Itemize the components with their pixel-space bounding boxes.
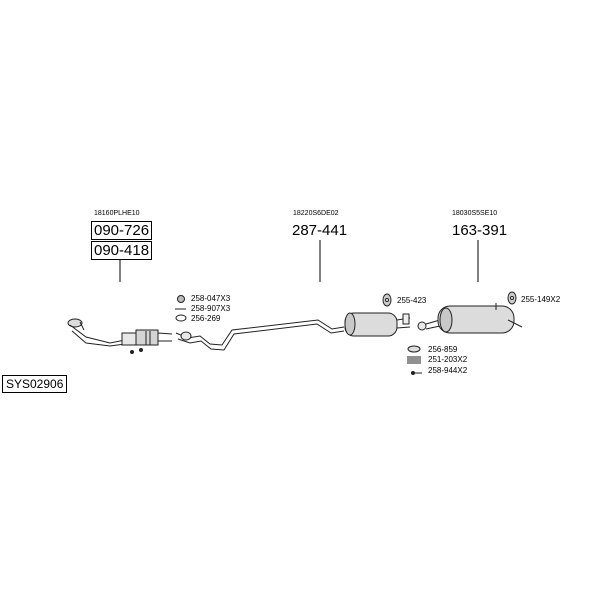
bolt-icon-rear	[411, 371, 422, 375]
rear-hardware-icons	[407, 345, 422, 375]
oem-number-front: 18160PLHE10	[94, 210, 140, 217]
part-number-090-418[interactable]: 090-418	[91, 241, 153, 260]
rear-silencer	[417, 303, 523, 334]
hardware-label[interactable]: 258-944X2	[428, 366, 468, 375]
front-pipe-catalyst	[67, 318, 173, 354]
hardware-label[interactable]: 256-859	[428, 345, 458, 354]
hardware-label[interactable]: 256-269	[191, 314, 221, 323]
hardware-label[interactable]: 258-047X3	[191, 294, 231, 303]
part-number-163-391[interactable]: 163-391	[452, 222, 508, 239]
hardware-label[interactable]: 255-149X2	[521, 295, 561, 304]
oem-number-rear: 18030S5SE10	[452, 210, 498, 217]
gasket-icon	[175, 314, 187, 322]
ring-icon	[407, 345, 421, 353]
mid-hanger-icon	[382, 293, 392, 307]
front-hardware-icons	[175, 295, 187, 322]
part-number-287-441[interactable]: 287-441	[292, 222, 348, 239]
hardware-label[interactable]: 251-203X2	[428, 355, 468, 364]
intermediate-pipe	[175, 319, 345, 351]
spring-icon	[407, 356, 421, 364]
oem-number-middle: 18220S6DE02	[293, 210, 339, 217]
rear-hanger-icon	[507, 291, 517, 305]
nut-icon	[177, 295, 185, 303]
system-code: SYS02906	[2, 375, 68, 393]
part-number-090-726[interactable]: 090-726	[91, 221, 153, 240]
hardware-label[interactable]: 258-907X3	[191, 304, 231, 313]
hardware-label[interactable]: 255-423	[397, 296, 427, 305]
center-silencer	[344, 312, 411, 337]
